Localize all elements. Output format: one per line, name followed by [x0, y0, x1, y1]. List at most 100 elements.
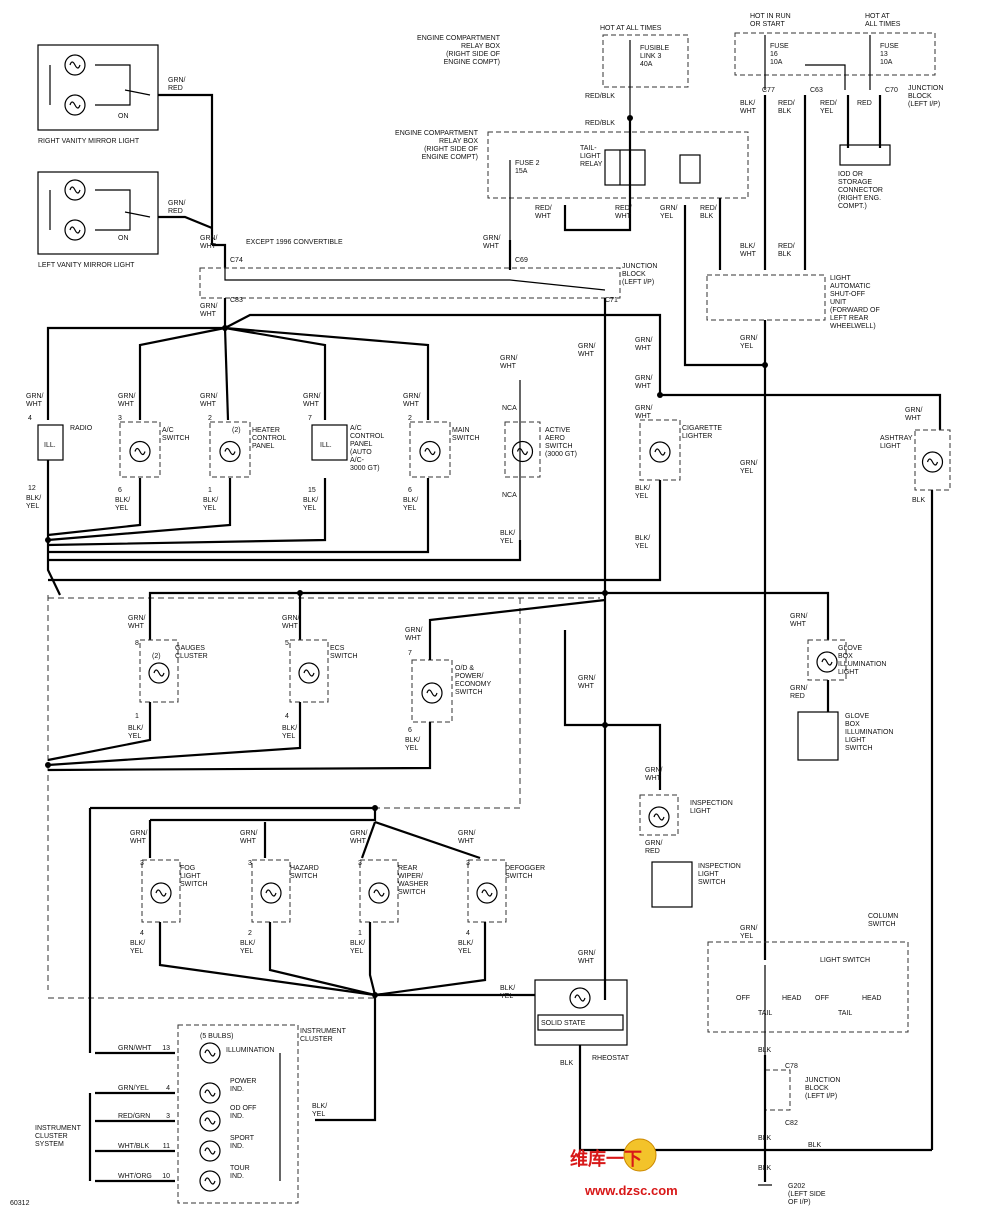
junction-block-right-label: JUNCTION [908, 85, 943, 92]
wire-label: BLK/ [403, 497, 418, 504]
wire-label: BLK/ [115, 497, 130, 504]
ecs-switch-box [289, 639, 329, 703]
wire-label: GRN/ [168, 77, 186, 84]
mirror-switch [124, 211, 151, 218]
bulb-filament-icon [653, 813, 665, 821]
light-auto-unit-label: LEFT REAR [830, 315, 868, 322]
light-auto-unit-label: LIGHT [830, 275, 851, 282]
bulb-icon [219, 440, 241, 463]
rear-wiper-switch-box [359, 859, 399, 923]
hot-in-run-label: OR START [750, 21, 785, 28]
relay-box [487, 131, 749, 199]
iod-connector-label: STORAGE [838, 179, 872, 186]
wire [315, 995, 377, 1122]
wire-label: YEL [240, 948, 253, 955]
heater-control-label: PANEL [252, 443, 275, 450]
cluster-wire-label: GRN/YEL [118, 1085, 149, 1092]
wire-label: RED/ [778, 243, 795, 250]
cluster-wire-label: WHT/ORG [118, 1173, 152, 1180]
od-power-switch-label: ECONOMY [455, 681, 492, 688]
ashtray-light-label: ASHTRAY [880, 435, 913, 442]
wire-label: BLK/ [500, 530, 515, 537]
wire-label: WHT [740, 108, 757, 115]
wire-label: GRN/ [130, 830, 148, 837]
connector-c74: C74 [230, 257, 243, 264]
wire-label: GRN/ [578, 950, 596, 957]
column-switch-label: COLUMN [868, 913, 898, 920]
wire-label: BLK/ [128, 725, 143, 732]
pin-number: 4 [466, 930, 470, 937]
wire-label: GRN/ [26, 393, 44, 400]
od-off-ind-label: OD OFF [230, 1105, 256, 1112]
wire-label: GRN/ [635, 375, 653, 382]
bulb-filament-icon [204, 1049, 216, 1057]
bulb-icon [298, 662, 320, 684]
wire [158, 93, 214, 245]
bulb-filament-icon [69, 226, 81, 234]
fuse-13-label: 10A [880, 59, 893, 66]
defogger-switch-label: SWITCH [505, 873, 533, 880]
light-auto-unit-label: UNIT [830, 299, 847, 306]
iod-connector-label: IOD OR [838, 171, 863, 178]
pin-number: 4 [28, 415, 32, 422]
watermark-title: 维库一下 [570, 1148, 642, 1169]
right-vanity-mirror-box [37, 44, 159, 131]
bulb-icon [648, 806, 670, 828]
wire-label: GRN/ [200, 393, 218, 400]
wire [48, 540, 522, 562]
pin-number: 3 [248, 860, 252, 867]
wire-label: YEL [740, 468, 753, 475]
head-label: HEAD [862, 995, 881, 1002]
relay-box-label: RELAY BOX [461, 43, 500, 50]
wire-label: RED/ [535, 205, 552, 212]
bulb-filament-icon [69, 101, 81, 109]
wire-label: RED/ [820, 100, 837, 107]
wire-label: WHT [535, 213, 552, 220]
wire-label: GRN/ [790, 685, 808, 692]
sport-ind-label: IND. [230, 1143, 244, 1150]
wire [578, 1045, 932, 1152]
bulb-filament-icon [574, 994, 586, 1002]
wire [805, 64, 846, 90]
pin-number: 2 [208, 415, 212, 422]
fog-light-switch-label: FOG [180, 865, 195, 872]
ac-switch-label: A/C [162, 427, 174, 434]
tail-light-relay-label: TAIL- [580, 145, 597, 152]
wire-label: BLK/ [740, 243, 755, 250]
wire [46, 540, 61, 596]
junction-block-left-label: BLOCK [622, 271, 646, 278]
head-label: HEAD [782, 995, 801, 1002]
pin-number: 4 [285, 713, 289, 720]
pin-number: 15 [308, 487, 316, 494]
glove-box-light-label: GLOVE [838, 645, 862, 652]
ac-panel-label: (AUTO [350, 449, 372, 456]
relay-box-label: (RIGHT SIDE OF [446, 51, 500, 58]
wire-label: YEL [820, 108, 833, 115]
mirror-lamp-icon [64, 94, 86, 116]
wire [46, 326, 225, 420]
except-label: EXCEPT 1996 CONVERTIBLE [246, 239, 343, 246]
rear-wiper-switch-label: REAR [398, 865, 417, 872]
wire [47, 478, 327, 547]
wire [138, 326, 226, 420]
wire [48, 480, 662, 582]
on-label: ON [118, 235, 129, 242]
light-auto-unit-label: SHUT-OFF [830, 291, 865, 298]
wire-label: YEL [128, 733, 141, 740]
cluster-wire-label: RED/GRN [118, 1113, 150, 1120]
gauges-cluster-label: GAUGES [175, 645, 205, 652]
g202-label: G202 [788, 1183, 805, 1190]
mirror-switch [124, 89, 151, 96]
wire [148, 591, 605, 640]
wire [150, 810, 377, 822]
active-aero-label: SWITCH [545, 443, 573, 450]
rear-wiper-switch-label: WIPER/ [398, 873, 423, 880]
connector-c70: C70 [885, 87, 898, 94]
splice-dot [657, 392, 663, 398]
bulb-icon [649, 441, 671, 463]
pin-number: 1 [208, 487, 212, 494]
fuse-2-label: FUSE 2 [515, 160, 540, 167]
wire-label: WHT [905, 415, 922, 422]
bulb-filament-icon [265, 889, 277, 897]
wire-label: WHT [635, 413, 652, 420]
